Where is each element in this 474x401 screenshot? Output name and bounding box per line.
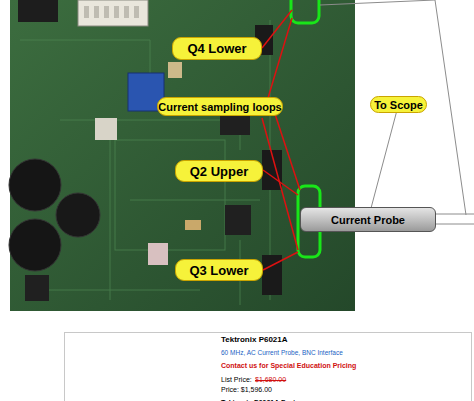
cable-connector: [371, 113, 396, 207]
callout-label: Q2 Upper: [175, 160, 263, 182]
component: [185, 220, 201, 230]
ic-chip: [225, 205, 251, 235]
connector-pins: [84, 6, 139, 18]
component: [148, 243, 168, 265]
product-text: Tektronix P6021A: [221, 336, 288, 345]
callout-label: Q3 Lower: [175, 259, 263, 281]
capacitor: [56, 193, 100, 237]
component: [168, 62, 182, 78]
label-text: Current Probe: [331, 214, 405, 226]
callout-label: To Scope: [370, 96, 427, 113]
product-text: List Price:: [221, 376, 252, 384]
callout-label: Q4 Lower: [172, 37, 262, 60]
component: [18, 0, 58, 22]
regulator: [25, 275, 49, 301]
leader-lines: [262, 10, 300, 270]
label-text: Current sampling loops: [158, 101, 281, 113]
label-text: Q4 Lower: [187, 41, 246, 56]
capacitor: [9, 159, 61, 211]
capacitor: [9, 219, 61, 271]
component: [95, 118, 117, 140]
product-text: Contact us for Special Education Pricing: [221, 362, 356, 370]
current-probe-body: Current Probe: [300, 207, 436, 232]
pcb-photo: [10, 0, 355, 311]
product-text: 60 MHz, AC Current Probe, BNC Interface: [221, 349, 343, 356]
product-text: $1,680.00: [255, 376, 286, 384]
callout-label: Current sampling loops: [157, 97, 283, 116]
label-text: To Scope: [374, 99, 423, 111]
label-text: Q3 Lower: [189, 263, 248, 278]
scope-cable: [320, 0, 474, 224]
pcb-traces: [20, 20, 270, 305]
product-card: Tektronix P6021A 60 MHz, AC Current Probe…: [64, 332, 472, 401]
product-text: Tektronix P6021A Features:: [221, 399, 312, 401]
product-text: Price: $1,596.00: [221, 386, 272, 394]
connector-header: [78, 0, 148, 26]
sampling-loop-outline: [291, 0, 319, 23]
label-text: Q2 Upper: [190, 164, 249, 179]
